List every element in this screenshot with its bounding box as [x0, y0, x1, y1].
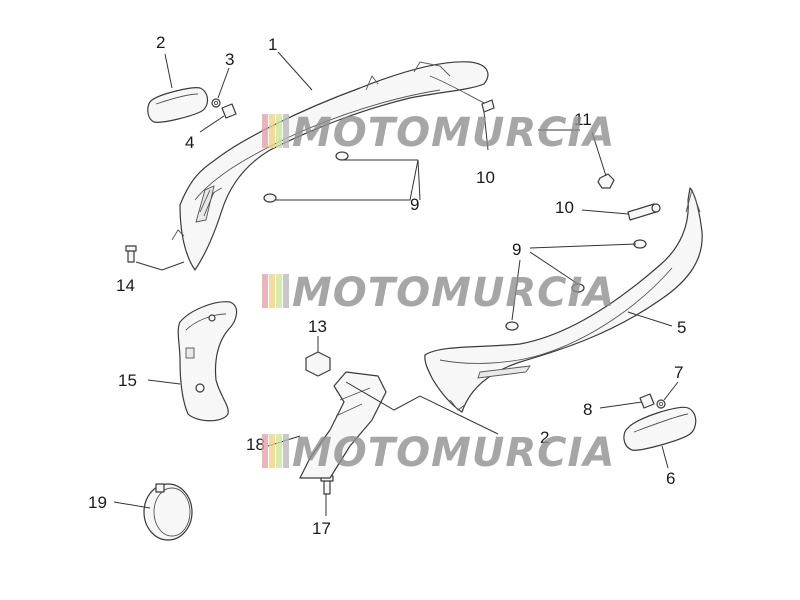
part-4-clip-left: [221, 103, 237, 119]
watermark-text: MOTOMURCIA: [292, 270, 615, 316]
watermark-stripe: [269, 434, 275, 468]
watermark-text: MOTOMURCIA: [292, 430, 615, 476]
callout-18: 18: [246, 435, 265, 454]
callout-5: 5: [677, 318, 686, 337]
watermark-1: MOTOMURCIA: [262, 110, 615, 156]
part-7-nut-right: [656, 399, 666, 409]
callout-17: 17: [312, 519, 331, 538]
watermark-2: MOTOMURCIA: [262, 270, 615, 316]
callout-8: 8: [583, 400, 592, 419]
watermark-stripe: [269, 274, 275, 308]
part-17-screw: [320, 475, 334, 495]
callouts: 1 2 2 3 4 5 6 7 8 9 9 10 10 11 13 14 15 …: [88, 33, 686, 538]
watermark-stripe: [262, 434, 268, 468]
callout-6: 6: [666, 469, 675, 488]
part-8-clip-right: [639, 393, 655, 409]
leader-lines: [113, 51, 679, 516]
watermark-stripe: [269, 114, 275, 148]
callout-9-upper: 9: [410, 195, 419, 214]
callout-11: 11: [574, 110, 592, 129]
part-18-mounting-bracket: [299, 371, 387, 479]
part-19-round-cap: [143, 483, 193, 541]
part-3-nut-left: [211, 98, 221, 108]
part-10-reflector-clips: [481, 99, 661, 221]
watermark-stripe: [276, 114, 282, 148]
part-15-inner-panel: [177, 301, 238, 422]
callout-14: 14: [116, 276, 135, 295]
watermark-stripe: [276, 274, 282, 308]
part-14-screw: [125, 245, 137, 263]
callout-9-lower: 9: [512, 240, 521, 259]
callout-1: 1: [268, 35, 277, 54]
callout-2-right: 2: [540, 428, 549, 447]
watermark-stripe: [283, 114, 289, 148]
callout-3: 3: [225, 50, 234, 69]
watermark-stripe: [276, 434, 282, 468]
watermark-stripe: [283, 434, 289, 468]
part-2-reflector-left: [147, 87, 209, 123]
watermark-stripe: [262, 274, 268, 308]
part-6-reflector-right: [623, 406, 697, 451]
watermark-stripe: [283, 274, 289, 308]
callout-2-left: 2: [156, 33, 165, 52]
callout-10-lower: 10: [555, 198, 574, 217]
callout-13: 13: [308, 317, 327, 336]
callout-15: 15: [118, 371, 137, 390]
watermark-text: MOTOMURCIA: [292, 110, 615, 156]
part-11-nut: [597, 173, 615, 189]
callout-4: 4: [185, 133, 194, 152]
watermark-3: MOTOMURCIA: [262, 430, 615, 476]
callout-19: 19: [88, 493, 107, 512]
part-13-bracket: [305, 351, 331, 377]
watermark-stripe: [262, 114, 268, 148]
callout-7: 7: [674, 363, 683, 382]
callout-10-upper: 10: [476, 168, 495, 187]
part-5-right-side-cover: [424, 187, 703, 413]
